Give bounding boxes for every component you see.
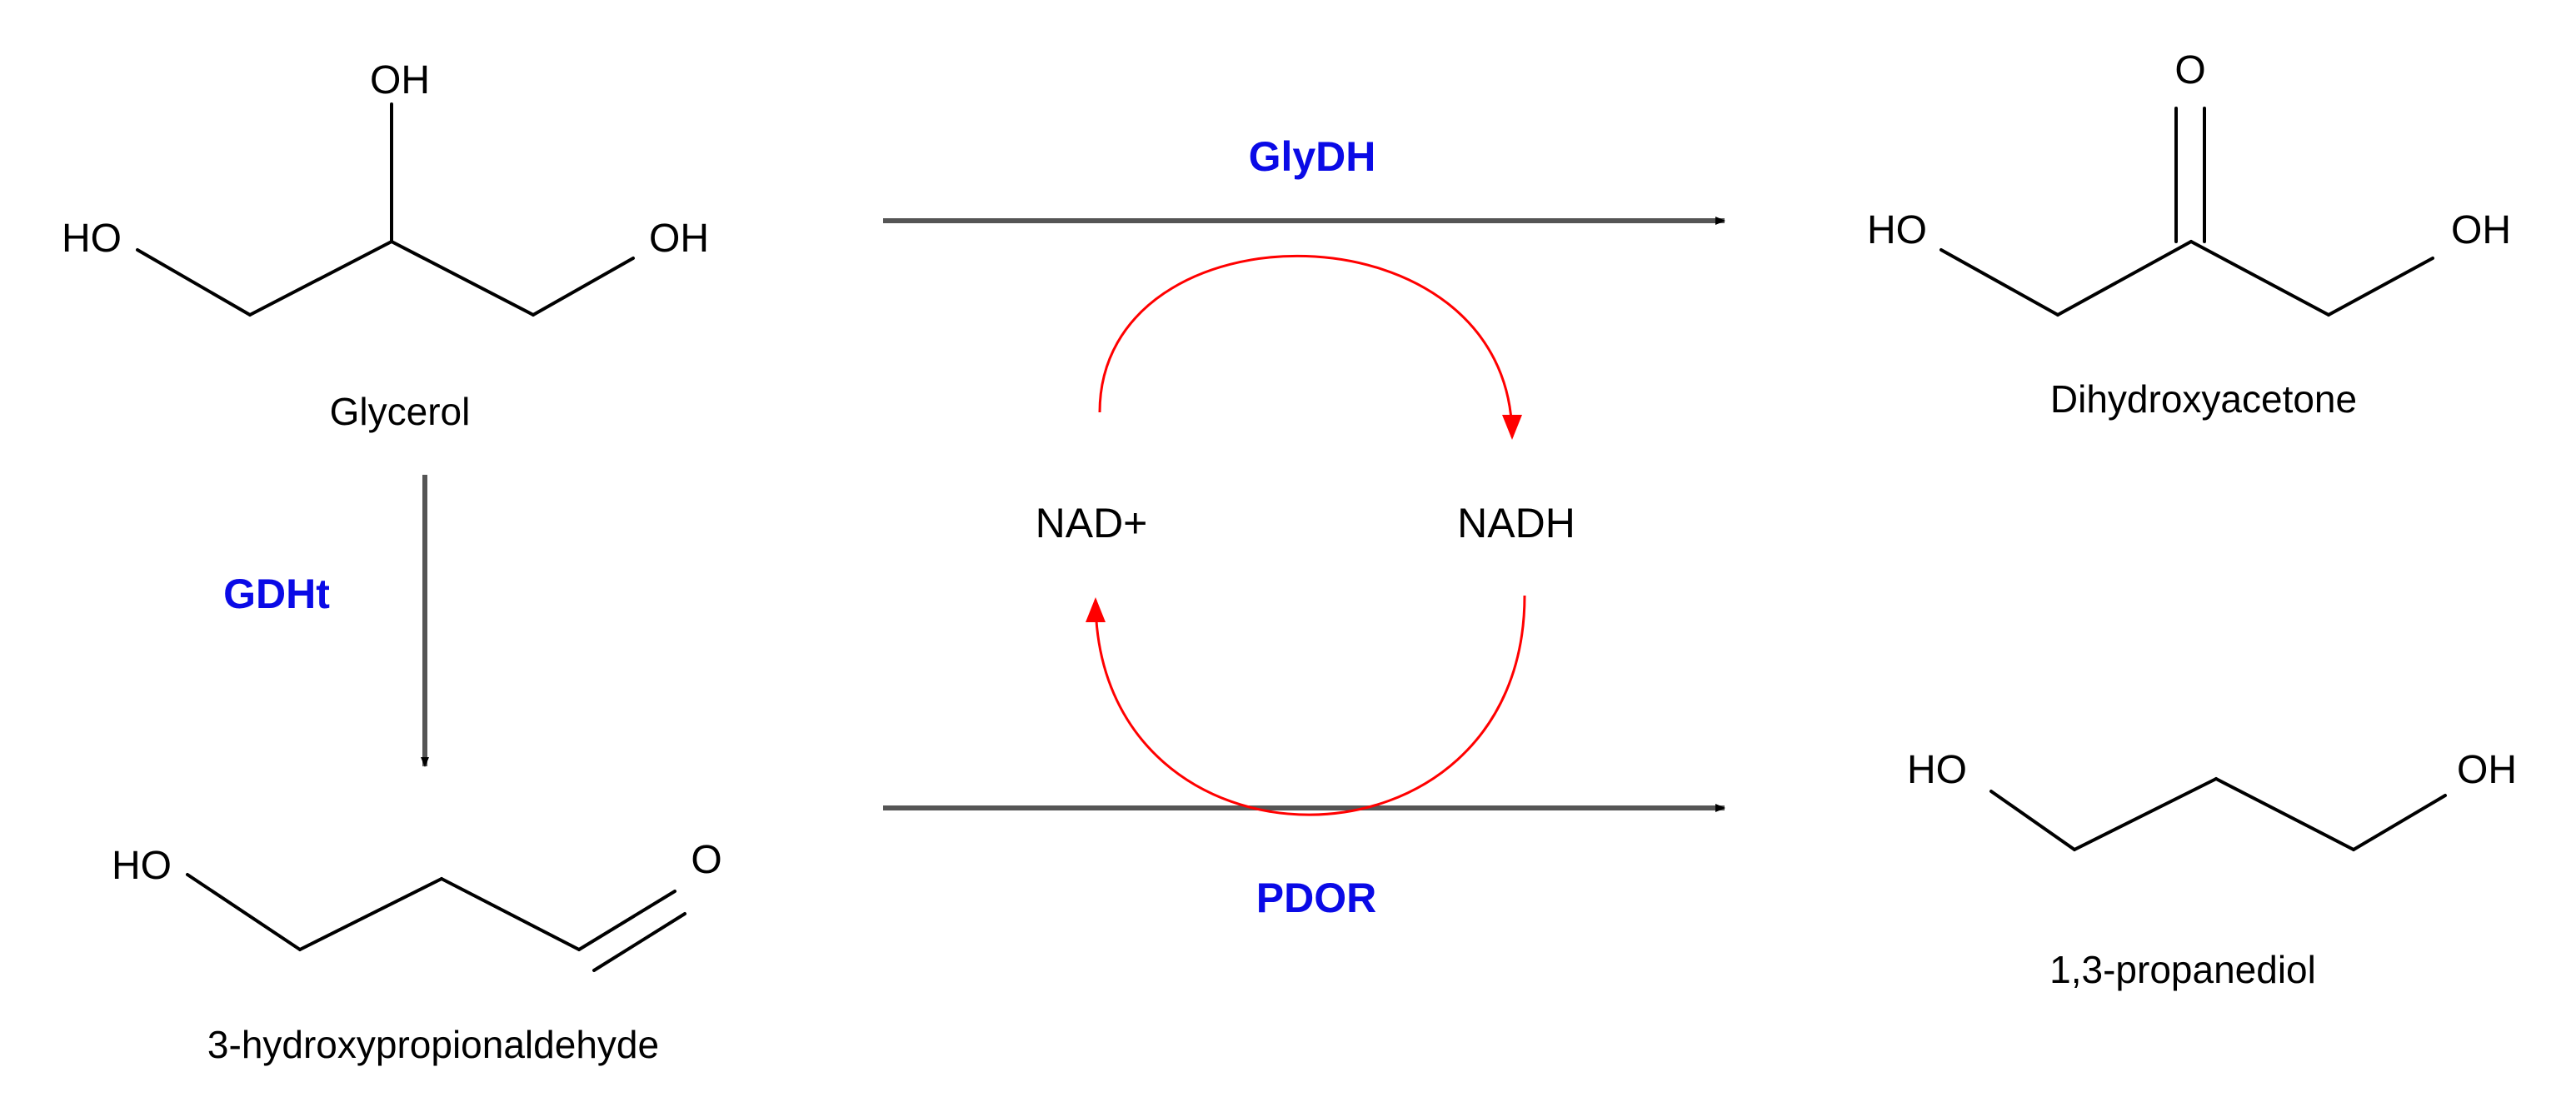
bond xyxy=(136,248,252,317)
cofactor-nadh: NADH xyxy=(1457,500,1575,546)
carbonyl-bond xyxy=(592,912,686,972)
glycerol-structure: OH HO OH Glycerol xyxy=(62,58,709,433)
bond xyxy=(2189,240,2330,317)
enzyme-label-pdor: PDOR xyxy=(1256,875,1376,921)
bond xyxy=(2056,240,2193,317)
enzyme-label-gdht: GDHt xyxy=(223,571,330,617)
bond xyxy=(2073,777,2218,851)
pdo-label: 1,3-propanediol xyxy=(2049,948,2316,991)
dha-oh-left: HO xyxy=(1867,208,1927,252)
glycerol-label: Glycerol xyxy=(330,390,471,433)
glycerol-oh-top: OH xyxy=(370,58,430,102)
bond xyxy=(248,240,393,317)
bond xyxy=(532,257,635,317)
bond xyxy=(2327,257,2434,317)
reaction-arrows xyxy=(421,217,1725,812)
bond xyxy=(2214,777,2355,851)
bond xyxy=(186,873,302,951)
enzyme-label-glydh: GlyDH xyxy=(1249,133,1376,180)
carbonyl-bond xyxy=(577,890,676,951)
bond xyxy=(2352,794,2447,851)
dha-oh-right: OH xyxy=(2451,208,2511,252)
dha-o-top: O xyxy=(2174,48,2205,92)
pdo-structure: HO OH 1,3-propanediol xyxy=(1907,748,2517,991)
bond xyxy=(390,240,535,317)
dihydroxyacetone-structure: O HO OH Dihydroxyacetone xyxy=(1867,48,2511,421)
glycerol-oh-right: OH xyxy=(649,217,709,261)
lower-cycle-arrow xyxy=(1086,595,1526,816)
hpa-label: 3-hydroxypropionaldehyde xyxy=(207,1023,659,1066)
bond xyxy=(1939,248,2059,317)
cofactor-cycle: NAD+ NADH xyxy=(1036,254,1575,816)
glycerol-oh-left: HO xyxy=(62,217,122,261)
bond xyxy=(440,877,581,951)
hpa-o-right: O xyxy=(691,838,721,882)
hpa-structure: HO O 3-hydroxypropionaldehyde xyxy=(112,838,722,1066)
hpa-oh-left: HO xyxy=(112,844,172,888)
bond xyxy=(1989,790,2076,851)
pdo-oh-left: HO xyxy=(1907,748,1967,792)
cofactor-nad: NAD+ xyxy=(1036,500,1148,546)
upper-cycle-arrow xyxy=(1098,254,1522,440)
bond xyxy=(298,877,443,951)
pdo-oh-right: OH xyxy=(2457,748,2517,792)
dha-label: Dihydroxyacetone xyxy=(2050,377,2357,421)
